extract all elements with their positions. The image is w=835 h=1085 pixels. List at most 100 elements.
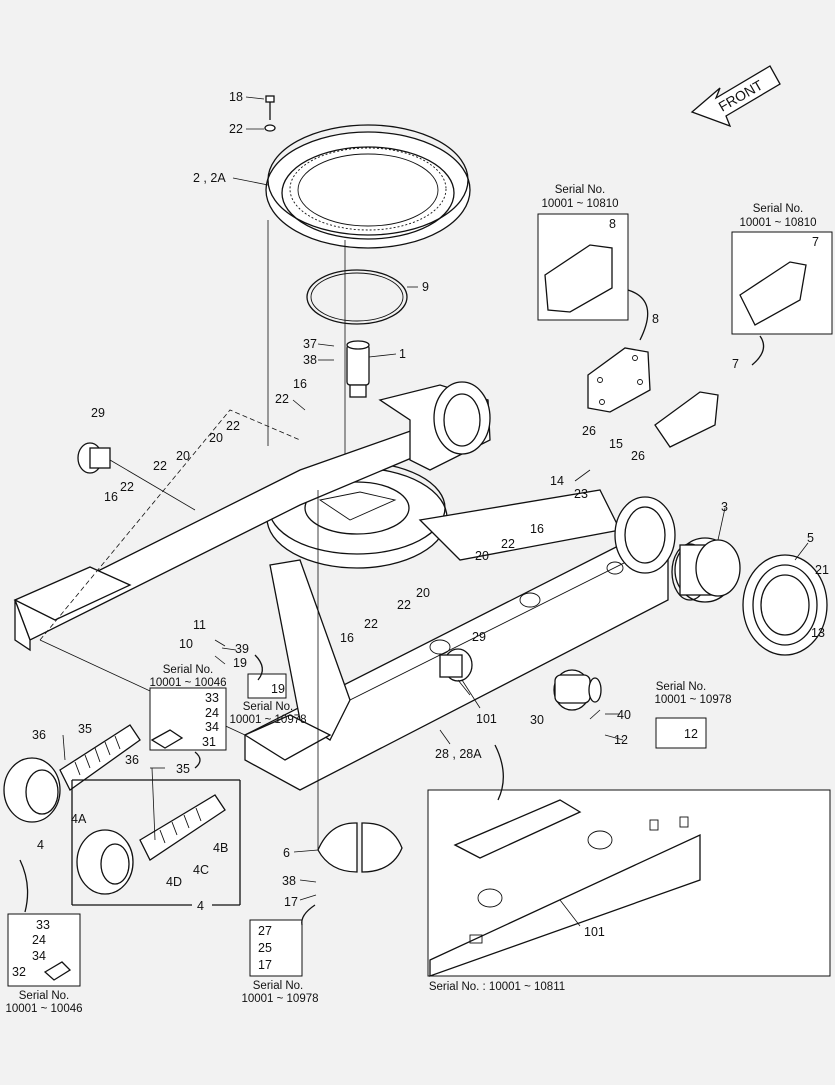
callout-label: 12 xyxy=(684,727,698,741)
callout-label: 24 xyxy=(205,706,219,720)
callout-label: 33 xyxy=(36,918,50,932)
callout-label: 2 , 2A xyxy=(193,171,226,185)
serial-note-label: Serial No. xyxy=(753,203,804,215)
o-ring xyxy=(306,269,408,325)
callout-label: 18 xyxy=(229,90,243,104)
callout-label: 32 xyxy=(12,965,26,979)
callout-label: 8 xyxy=(609,217,616,231)
callout-label: 20 xyxy=(209,431,223,445)
upper-roller-left xyxy=(77,442,196,511)
serial-box-17: Serial No. 10001 ~ 10978 xyxy=(241,919,319,1005)
callout-label: 12 xyxy=(614,733,628,747)
callout-label: 40 xyxy=(617,708,631,722)
callout-label: 13 xyxy=(811,626,825,640)
callout-numbers: 18 22 2 , 2A 9 37 38 1 16 22 29 22 20 22… xyxy=(12,90,829,979)
serial-note-label: 10001 ~ 10978 xyxy=(241,993,318,1005)
callout-label: 101 xyxy=(584,925,605,939)
callout-label: 26 xyxy=(582,424,596,438)
callout-label: 36 xyxy=(32,728,46,742)
callout-label: 1 xyxy=(399,347,406,361)
callout-label: 37 xyxy=(303,337,317,351)
callout-label: 36 xyxy=(125,753,139,767)
travel-motor xyxy=(671,537,741,603)
callout-label: 22 xyxy=(226,419,240,433)
serial-box-19: Serial No. 10001 ~ 10978 xyxy=(229,673,307,726)
idler-assembly-4 xyxy=(71,779,241,906)
callout-label: 16 xyxy=(104,490,118,504)
callout-label: 19 xyxy=(271,682,285,696)
lower-roller xyxy=(553,669,602,711)
callout-label: 5 xyxy=(807,531,814,545)
serial-note-label: 10001 ~ 10046 xyxy=(5,1003,82,1015)
serial-note-label: Serial No. xyxy=(163,664,214,676)
callout-label: 23 xyxy=(574,487,588,501)
callout-label: 22 xyxy=(397,598,411,612)
callout-label: 28 , 28A xyxy=(435,747,482,761)
serial-note-label: 10001 ~ 10978 xyxy=(654,694,731,706)
callout-label: 7 xyxy=(812,235,819,249)
serial-note-label: 10001 ~ 10978 xyxy=(229,714,306,726)
callout-label: 22 xyxy=(364,617,378,631)
callout-label: 20 xyxy=(176,449,190,463)
serial-note-label: 10001 ~ 10810 xyxy=(739,217,816,229)
callout-label: 14 xyxy=(550,474,564,488)
callout-label: 34 xyxy=(205,720,219,734)
callout-label: 20 xyxy=(475,549,489,563)
idler-assembly xyxy=(3,724,141,823)
callout-label: 3 xyxy=(721,500,728,514)
callout-label: 22 xyxy=(275,392,289,406)
callout-label: 4 xyxy=(197,899,204,913)
callout-label: 17 xyxy=(284,895,298,909)
callout-label: 10 xyxy=(179,637,193,651)
bolt-18 xyxy=(264,95,276,132)
callout-label: 11 xyxy=(193,618,206,632)
leader-lines xyxy=(62,96,809,927)
callout-label: 22 xyxy=(229,122,243,136)
callout-label: 4D xyxy=(166,875,182,889)
callout-label: 22 xyxy=(153,459,167,473)
serial-note-label: Serial No. xyxy=(19,990,70,1002)
serial-note-label: Serial No. xyxy=(253,980,304,992)
cover-plate-8 xyxy=(587,347,651,413)
callout-label: 29 xyxy=(91,406,105,420)
serial-101-text: Serial No. : 10001 ~ 10811 xyxy=(429,981,565,993)
swivel-joint xyxy=(346,340,370,398)
callout-label: 22 xyxy=(501,537,515,551)
callout-label: 30 xyxy=(530,713,544,727)
callout-label: 31 xyxy=(202,735,216,749)
cover-plate-7 xyxy=(654,391,719,448)
callout-label: 22 xyxy=(120,480,134,494)
serial-note-label: Serial No. xyxy=(555,184,606,196)
callout-label: 9 xyxy=(422,280,429,294)
callout-label: 16 xyxy=(340,631,354,645)
callout-label: 4 xyxy=(37,838,44,852)
callout-label: 39 xyxy=(235,642,249,656)
detail-inset xyxy=(427,789,831,977)
serial-box-32: Serial No. 10001 ~ 10046 xyxy=(5,913,83,1015)
serial-box-8: Serial No. 10001 ~ 10810 xyxy=(537,184,629,321)
callout-label: 29 xyxy=(472,630,486,644)
callout-label: 16 xyxy=(530,522,544,536)
callout-label: 25 xyxy=(258,941,272,955)
callout-label: 17 xyxy=(258,958,272,972)
upper-roller-right xyxy=(439,648,473,682)
pointer-arrows xyxy=(19,289,765,926)
serial-box-12: Serial No. 10001 ~ 10978 xyxy=(654,681,732,749)
callout-label: 4A xyxy=(71,812,87,826)
callout-label: 21 xyxy=(815,563,829,577)
callout-label: 38 xyxy=(282,874,296,888)
callout-label: 4C xyxy=(193,863,209,877)
callout-label: 35 xyxy=(176,762,190,776)
callout-label: 8 xyxy=(652,312,659,326)
callout-label: 26 xyxy=(631,449,645,463)
callout-label: 27 xyxy=(258,924,272,938)
callout-label: 34 xyxy=(32,949,46,963)
serial-note-label: 10001 ~ 10810 xyxy=(541,198,618,210)
callout-label: 15 xyxy=(609,437,623,451)
serial-note-label: 10001 ~ 10046 xyxy=(149,677,226,689)
callout-label: 33 xyxy=(205,691,219,705)
serial-note-label: Serial No. xyxy=(656,681,707,693)
callout-label: 24 xyxy=(32,933,46,947)
